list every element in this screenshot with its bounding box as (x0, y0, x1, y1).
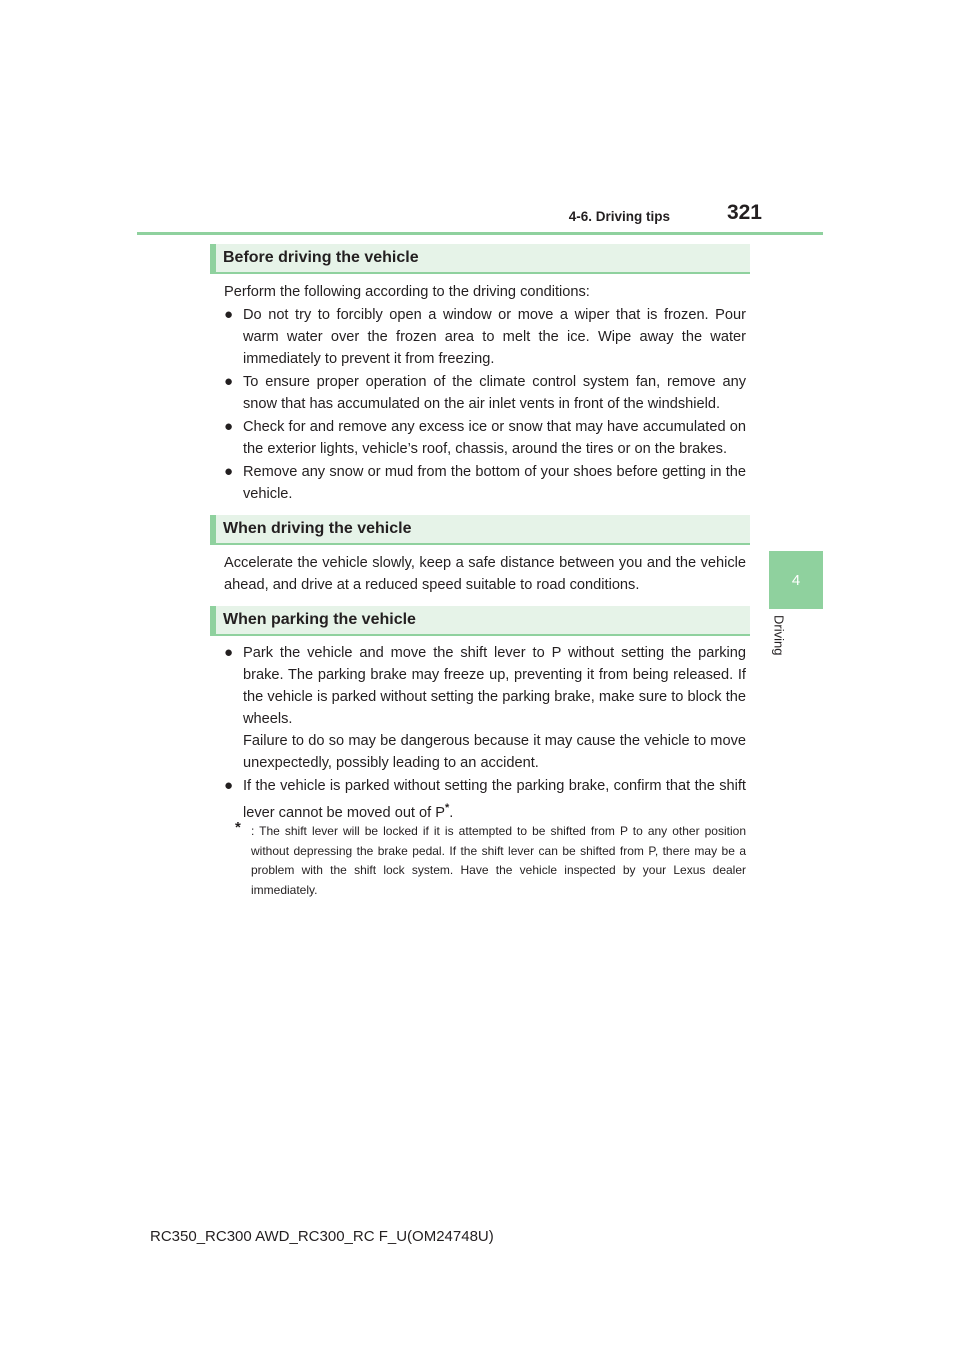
section-heading-when-driving: When driving the vehicle (210, 515, 750, 545)
list-item: ● If the vehicle is parked without setti… (224, 777, 746, 821)
filled-circle-icon: ● (224, 306, 234, 323)
filled-circle-icon: ● (224, 373, 234, 390)
section-body-before-driving: Perform the following according to the d… (224, 281, 746, 506)
section-title: When parking the vehicle (223, 611, 416, 628)
warning-text: Failure to do so may be dangerous becaus… (243, 733, 746, 771)
section-heading-before-driving: Before driving the vehicle (210, 244, 750, 274)
section-body-when-driving: Accelerate the vehicle slowly, keep a sa… (224, 552, 746, 596)
chapter-label: Driving (771, 615, 787, 656)
filled-circle-icon: ● (224, 777, 234, 794)
document-code: RC350_RC300 AWD_RC300_RC F_U(OM24748U) (150, 1228, 494, 1245)
list-item-text: If the vehicle is parked without setting… (243, 778, 746, 821)
list-item-text: Park the vehicle and move the shift leve… (243, 645, 746, 727)
section-title: Before driving the vehicle (223, 249, 419, 266)
footnote-reference[interactable]: * (445, 802, 450, 814)
header-divider (137, 232, 823, 235)
footnote: * : The shift lever will be locked if it… (235, 819, 746, 900)
filled-circle-icon: ● (224, 644, 234, 661)
chapter-tab[interactable]: 4 (769, 551, 823, 609)
running-header-section: 4-6. Driving tips (568, 209, 670, 224)
footnote-text: : The shift lever will be locked if it i… (251, 824, 746, 897)
intro-text: Perform the following according to the d… (224, 284, 590, 300)
section-body-when-parking: ● Park the vehicle and move the shift le… (224, 642, 746, 825)
section-heading-when-parking: When parking the vehicle (210, 606, 750, 636)
body-text: Accelerate the vehicle slowly, keep a sa… (224, 555, 746, 593)
list-item: ● Remove any snow or mud from the bottom… (224, 463, 746, 502)
page-number: 321 (726, 201, 762, 224)
list-item: ● Park the vehicle and move the shift le… (224, 642, 746, 774)
list-item: ● Check for and remove any excess ice or… (224, 418, 746, 457)
filled-circle-icon: ● (224, 463, 234, 480)
filled-circle-icon: ● (224, 418, 234, 435)
list-item: ● To ensure proper operation of the clim… (224, 373, 746, 412)
footnote-mark: * (235, 819, 241, 836)
list-item: ● Do not try to forcibly open a window o… (224, 306, 746, 367)
section-title: When driving the vehicle (223, 520, 412, 537)
chapter-number: 4 (791, 571, 801, 589)
